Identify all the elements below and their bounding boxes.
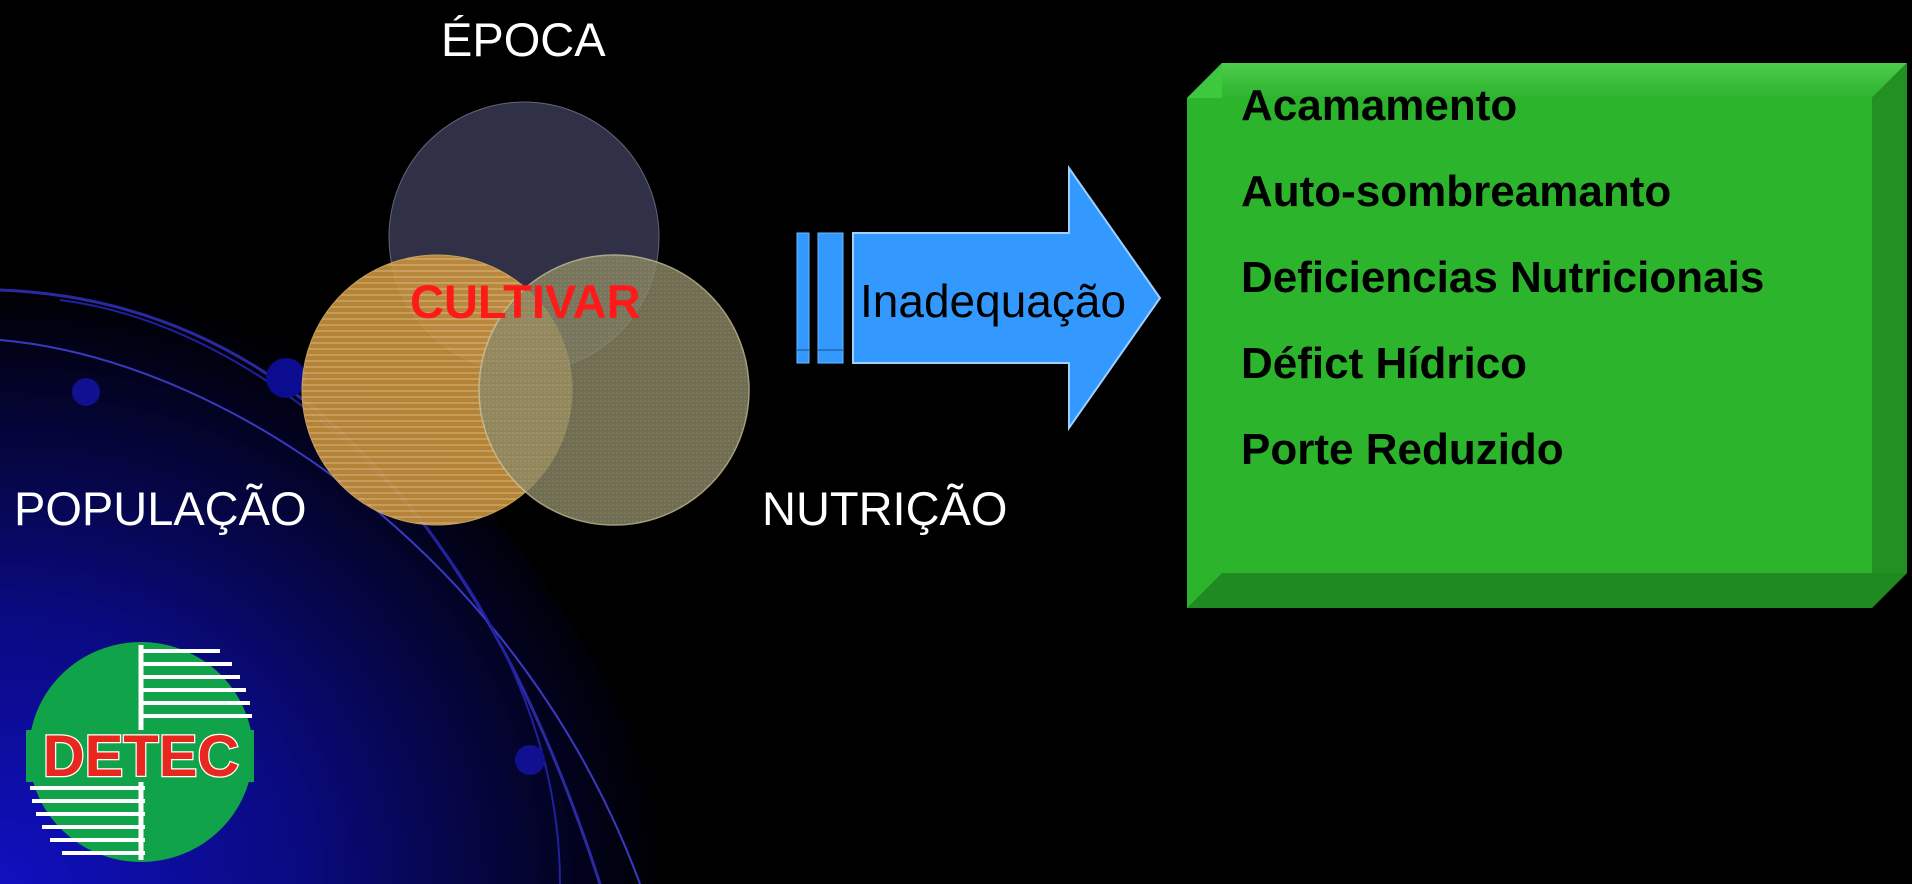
venn-circle-nutricao [478,254,750,526]
inadequacao-arrow [796,164,1162,432]
result-item-porte-reduzido: Porte Reduzido [1241,425,1564,474]
result-item-acamamento: Acamamento [1241,81,1518,130]
label-populacao: POPULAÇÃO [14,482,307,535]
result-item-auto-sombreamento: Auto-sombreamanto [1241,167,1672,216]
result-box [1187,63,1907,608]
label-nutricao: NUTRIÇÃO [762,482,1008,535]
arrow-label: Inadequação [860,275,1127,327]
detec-logo: DETEC [26,642,254,862]
venn-diagram [301,101,750,526]
logo-text: DETEC [43,724,240,789]
label-cultivar: CULTIVAR [410,275,641,328]
label-epoca: ÉPOCA [441,13,606,66]
result-item-deficit-hidrico: Défict Hídrico [1241,339,1528,388]
result-item-deficiencias: Deficiencias Nutricionais [1241,253,1765,302]
